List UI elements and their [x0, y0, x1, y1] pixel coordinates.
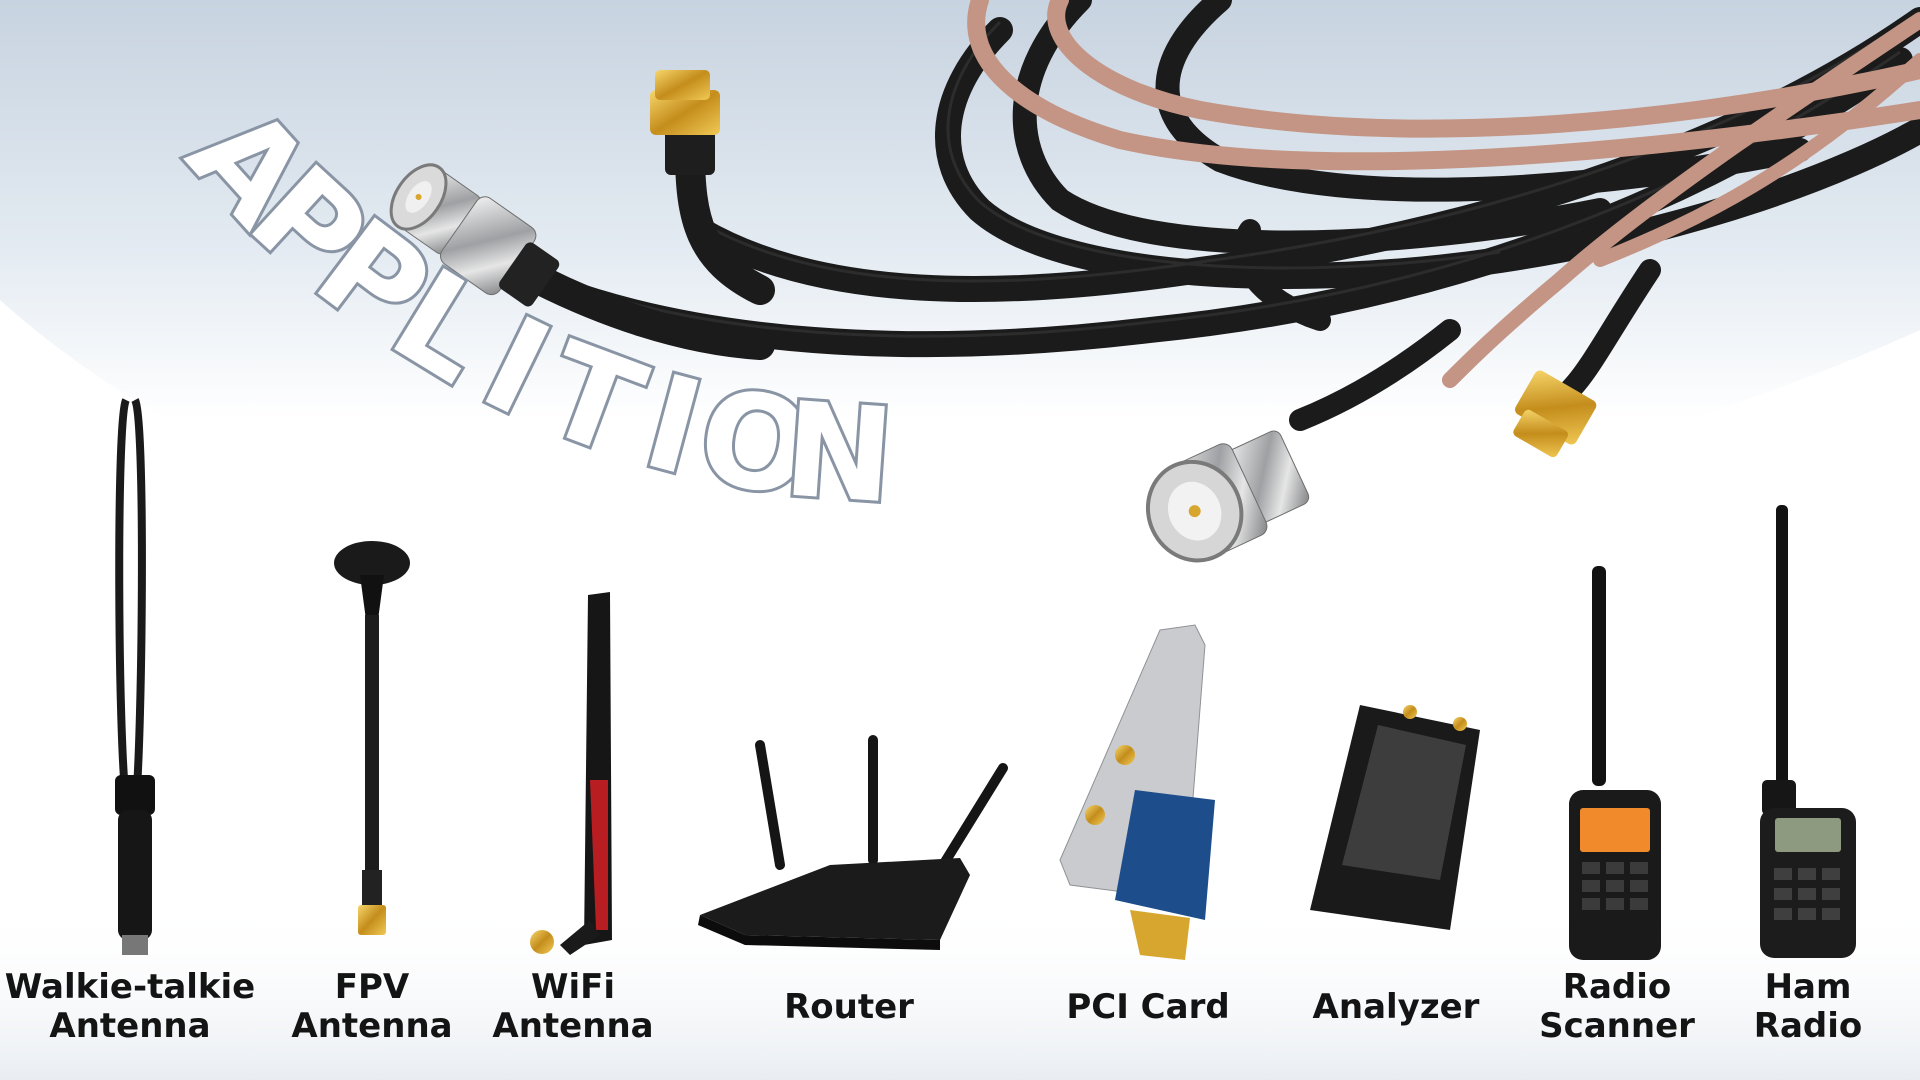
wifi-antenna-icon — [530, 592, 612, 955]
radio-scanner-icon — [1569, 566, 1661, 960]
pci-card-icon — [1059, 624, 1215, 960]
router-icon — [698, 735, 1008, 950]
caption-line: Scanner — [1539, 1006, 1695, 1046]
sma-connector-right — [1513, 259, 1661, 458]
ham-radio-icon — [1760, 505, 1856, 958]
fpv-antenna-icon — [334, 541, 410, 935]
caption-router: Router — [784, 988, 914, 1027]
bnc-connector-right — [1145, 319, 1461, 563]
caption-line: Analyzer — [1312, 987, 1480, 1027]
caption-line: FPV — [334, 967, 410, 1007]
sma-connector-left — [650, 70, 775, 305]
caption-wifi-antenna: WiFi Antenna — [492, 968, 653, 1046]
caption-line: Router — [784, 987, 914, 1027]
caption-ham-radio: Ham Radio — [1754, 968, 1862, 1046]
caption-fpv-antenna: FPV Antenna — [291, 968, 452, 1046]
caption-radio-scanner: Radio Scanner — [1539, 968, 1695, 1046]
headline-letter: N — [779, 373, 898, 532]
caption-line: Antenna — [49, 1006, 211, 1046]
caption-line: Antenna — [492, 1006, 654, 1046]
caption-analyzer: Analyzer — [1313, 988, 1480, 1027]
caption-line: Radio — [1562, 967, 1672, 1007]
rg316-coax-cable — [967, 0, 1920, 388]
caption-pci-card: PCI Card — [1066, 988, 1229, 1027]
analyzer-icon — [1310, 705, 1480, 930]
caption-line: Radio — [1753, 1006, 1863, 1046]
walkie-talkie-antenna-icon — [115, 398, 155, 955]
caption-line: Walkie-talkie — [4, 967, 256, 1007]
bnc-connector-left — [389, 163, 775, 360]
caption-line: Antenna — [291, 1006, 453, 1046]
caption-line: Ham — [1764, 967, 1852, 1007]
caption-line: PCI Card — [1066, 987, 1230, 1027]
caption-walkie-talkie-antenna: Walkie-talkie Antenna — [5, 968, 256, 1046]
caption-line: WiFi — [530, 967, 616, 1007]
